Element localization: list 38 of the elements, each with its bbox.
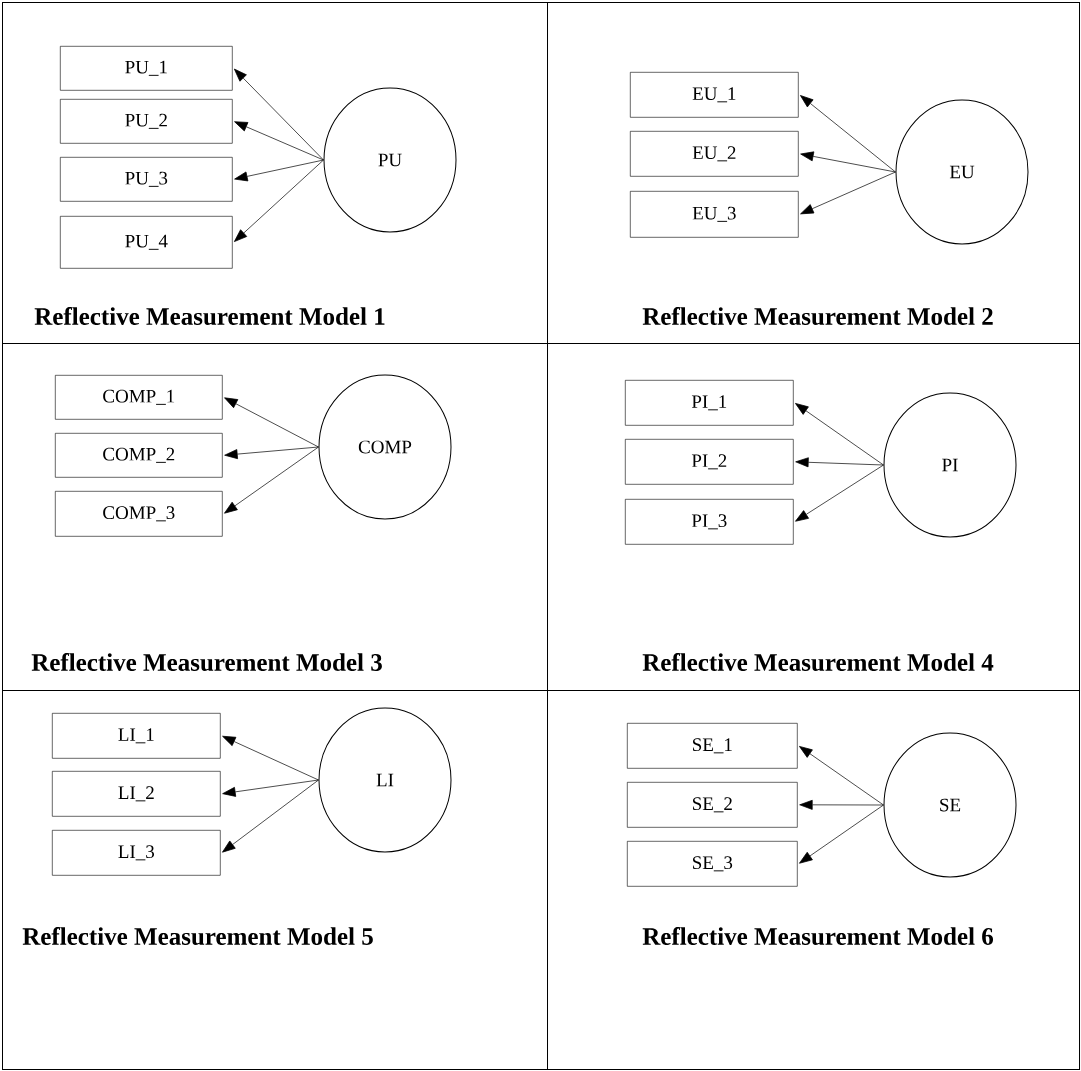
- indicator-box: PI_3: [625, 499, 794, 545]
- indicator-box: SE_1: [627, 723, 798, 769]
- arrow: [224, 397, 319, 448]
- arrow: [800, 95, 896, 173]
- arrow: [234, 68, 324, 161]
- arrow: [800, 151, 896, 173]
- indicator-box: PU_3: [60, 157, 233, 202]
- indicator-box: PU_2: [60, 99, 233, 144]
- indicator-box: EU_3: [630, 191, 799, 238]
- indicator-box: SE_2: [627, 782, 798, 828]
- arrow: [222, 779, 319, 797]
- arrow: [799, 799, 884, 810]
- indicator-box: COMP_1: [55, 375, 223, 420]
- arrow: [799, 746, 884, 806]
- arrow: [224, 446, 319, 460]
- indicator-box: PI_2: [625, 439, 794, 485]
- arrow: [799, 804, 884, 864]
- arrow: [795, 457, 884, 468]
- arrow: [224, 446, 319, 514]
- indicator-box: COMP_3: [55, 491, 223, 537]
- indicator-box: LI_3: [52, 830, 221, 876]
- indicator-box: LI_2: [52, 771, 221, 817]
- indicator-box: PU_4: [60, 216, 233, 269]
- arrow: [234, 159, 324, 242]
- indicator-box: LI_1: [52, 713, 221, 759]
- arrow: [234, 121, 324, 161]
- indicator-box: PU_1: [60, 46, 233, 91]
- arrow: [800, 171, 896, 215]
- indicator-box: EU_2: [630, 131, 799, 177]
- arrow: [222, 779, 319, 853]
- arrow: [234, 159, 324, 182]
- indicator-box: PI_1: [625, 380, 794, 426]
- indicator-box: COMP_2: [55, 433, 223, 478]
- indicator-box: EU_1: [630, 72, 799, 118]
- arrow: [795, 464, 884, 522]
- arrow: [795, 403, 884, 466]
- arrow: [222, 735, 319, 781]
- indicator-box: SE_3: [627, 841, 798, 887]
